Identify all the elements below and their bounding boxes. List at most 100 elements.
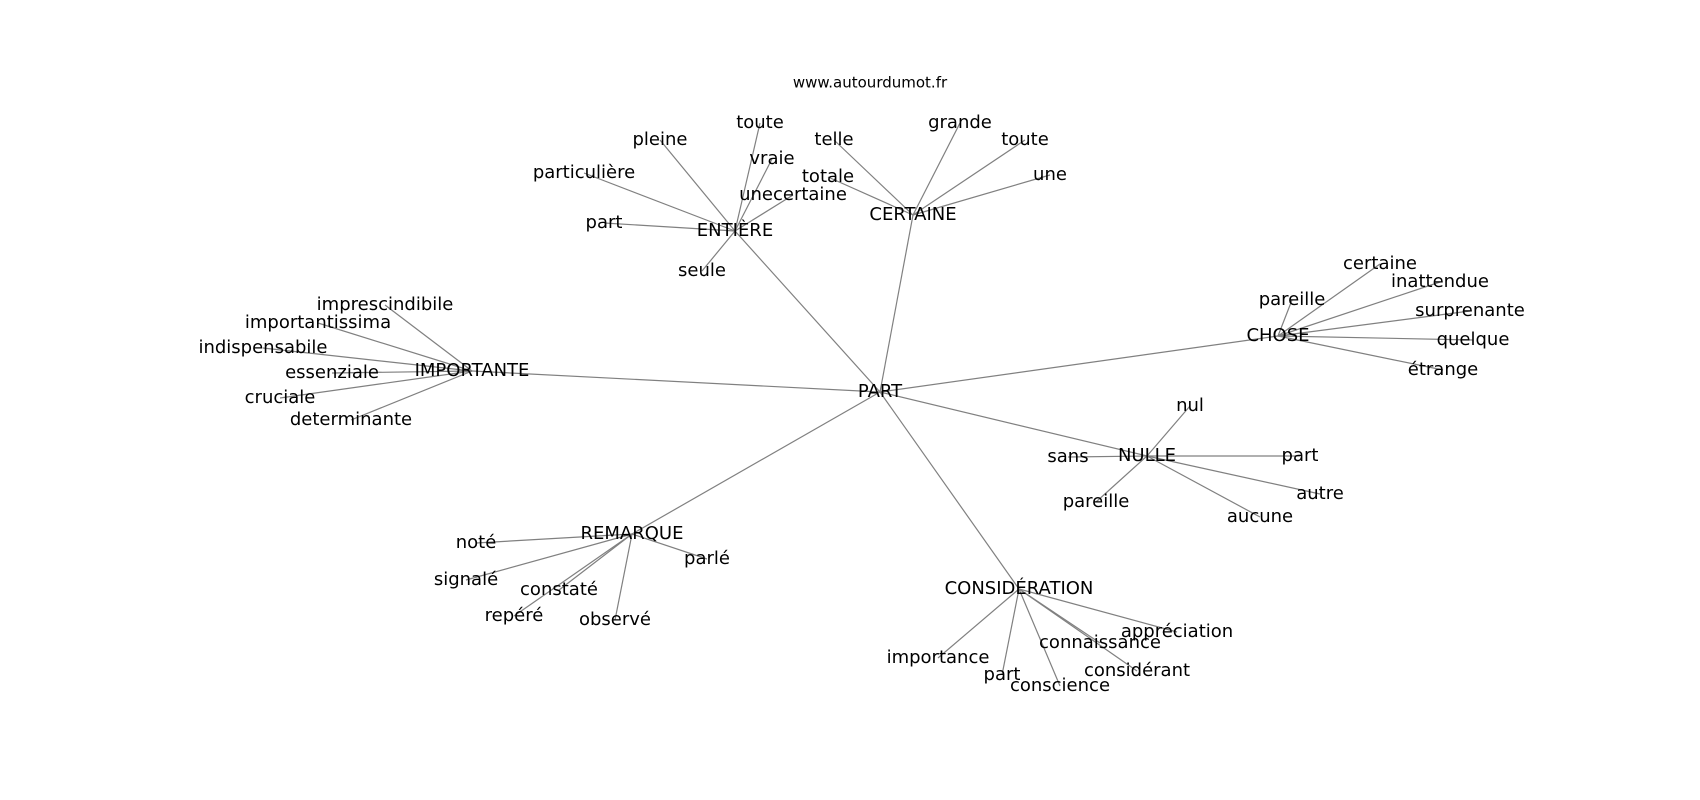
edge-remarque-leaf-2 [465, 533, 633, 581]
edge-nulle-leaf-4 [1095, 455, 1148, 503]
edge-nulle-leaf-1 [1067, 455, 1148, 458]
node-part-root: PART [858, 381, 903, 402]
edge-entiere-leaf-0 [734, 122, 761, 232]
node-importante: IMPORTANTE [415, 360, 530, 381]
edge-consideration-leaf-3 [1018, 588, 1138, 672]
edge-entiere-leaf-3 [583, 172, 736, 232]
node-certaine-leaf-4: une [1033, 164, 1067, 185]
edge-importante-leaf-4 [279, 370, 473, 399]
node-consideration-leaf-5: conscience [1010, 675, 1110, 696]
node-nulle-leaf-5: aucune [1227, 506, 1293, 527]
node-consideration-leaf-1: connaissance [1039, 632, 1161, 653]
edge-importante-leaf-0 [384, 304, 473, 372]
node-importante-leaf-4: cruciale [245, 387, 316, 408]
node-chose-leaf-0: certaine [1343, 253, 1417, 274]
edge-entiere-leaf-1 [659, 139, 736, 232]
node-chose-leaf-5: étrange [1408, 359, 1478, 380]
edge-nulle-leaf-0 [1146, 405, 1191, 457]
edge-importante-leaf-5 [350, 370, 473, 421]
edge-part-consideration [879, 391, 1020, 590]
node-entiere-leaf-0: toute [736, 112, 784, 133]
node-consideration-leaf-2: importance [887, 647, 990, 668]
node-nulle-leaf-1: sans [1047, 446, 1088, 467]
node-certaine-leaf-1: telle [814, 129, 853, 150]
node-certaine-leaf-3: totale [802, 166, 854, 187]
node-consideration-leaf-3: considérant [1084, 660, 1190, 681]
edge-remarque-leaf-0 [475, 533, 633, 544]
edge-nulle-leaf-5 [1146, 455, 1261, 518]
edge-certaine-leaf-1 [833, 139, 914, 216]
edge-chose-leaf-0 [1277, 263, 1381, 337]
edge-chose-leaf-4 [1277, 335, 1474, 341]
node-entiere-leaf-6: seule [678, 260, 726, 281]
node-entiere-leaf-4: unecertaine [739, 184, 847, 205]
node-chose-leaf-3: surprenante [1415, 300, 1525, 321]
edge-importante-leaf-3 [331, 370, 473, 374]
edge-part-nulle [879, 391, 1148, 457]
node-remarque-leaf-4: repéré [485, 605, 544, 626]
node-nulle: NULLE [1118, 445, 1176, 466]
node-remarque-leaf-3: constaté [520, 579, 598, 600]
edge-certaine-leaf-2 [912, 139, 1026, 216]
edge-remarque-leaf-4 [513, 533, 633, 617]
edge-entiere-leaf-2 [734, 158, 773, 232]
node-importante-leaf-3: essenziale [285, 362, 379, 383]
node-nulle-leaf-3: autre [1296, 483, 1344, 504]
edge-entiere-leaf-4 [734, 194, 794, 232]
node-nulle-leaf-0: nul [1176, 395, 1204, 416]
edge-consideration-leaf-0 [1018, 588, 1178, 633]
edge-chose-leaf-1 [1277, 299, 1293, 337]
node-importante-leaf-0: imprescindibile [317, 294, 454, 315]
edge-chose-leaf-3 [1277, 310, 1471, 337]
node-remarque: REMARQUE [581, 523, 684, 544]
edge-part-chose [879, 335, 1279, 393]
edge-part-certaine [879, 214, 914, 393]
edge-consideration-leaf-4 [1001, 588, 1020, 676]
edge-importante-leaf-2 [262, 347, 473, 372]
node-entiere-leaf-3: particulière [533, 162, 635, 183]
node-chose-leaf-2: inattendue [1391, 271, 1489, 292]
edge-entiere-leaf-6 [701, 230, 736, 272]
edge-chose-leaf-5 [1277, 335, 1444, 371]
node-importante-leaf-5: determinante [290, 409, 412, 430]
edge-part-remarque [631, 391, 881, 535]
node-chose-leaf-1: pareille [1259, 289, 1326, 310]
edge-remarque-leaf-3 [558, 533, 633, 591]
node-remarque-leaf-1: parlé [684, 548, 730, 569]
watermark: www.autourdumot.fr [793, 74, 948, 92]
node-remarque-leaf-5: observé [579, 609, 651, 630]
node-certaine-leaf-0: grande [928, 112, 992, 133]
node-entiere-leaf-1: pleine [633, 129, 688, 150]
node-remarque-leaf-0: noté [456, 532, 497, 553]
edge-consideration-leaf-5 [1018, 588, 1061, 687]
node-certaine: CERTAINE [869, 204, 956, 225]
node-certaine-leaf-2: toute [1001, 129, 1049, 150]
node-nulle-leaf-2: part [1282, 445, 1319, 466]
node-entiere: ENTIÈRE [697, 219, 773, 241]
graph-labels: PART ENTIÈRE toute pleine vraie particulière u… [198, 112, 1524, 696]
node-entiere-leaf-2: vraie [749, 148, 794, 169]
edge-part-entiere [734, 230, 881, 393]
edge-certaine-leaf-3 [827, 176, 914, 216]
node-consideration: CONSIDÉRATION [945, 577, 1094, 599]
node-chose-leaf-4: quelque [1437, 329, 1510, 350]
node-consideration-leaf-4: part [984, 664, 1021, 685]
node-nulle-leaf-4: pareille [1063, 491, 1130, 512]
edge-certaine-leaf-4 [912, 174, 1051, 216]
edge-remarque-leaf-1 [631, 533, 708, 560]
graph-edges [262, 122, 1474, 687]
edge-remarque-leaf-5 [614, 533, 633, 621]
node-remarque-leaf-2: signalé [434, 569, 498, 590]
edge-nulle-leaf-3 [1146, 455, 1321, 495]
edge-certaine-leaf-0 [912, 122, 961, 216]
edge-part-importante [471, 370, 881, 393]
edge-entiere-leaf-5 [603, 222, 736, 232]
node-consideration-leaf-0: appréciation [1121, 621, 1233, 642]
node-entiere-leaf-5: part [586, 212, 623, 233]
node-chose: CHOSE [1246, 325, 1309, 346]
node-importante-leaf-2: indispensabile [198, 337, 327, 358]
node-importante-leaf-1: importantissima [245, 312, 391, 333]
edge-consideration-leaf-2 [937, 588, 1020, 659]
edge-importante-leaf-1 [317, 322, 473, 372]
